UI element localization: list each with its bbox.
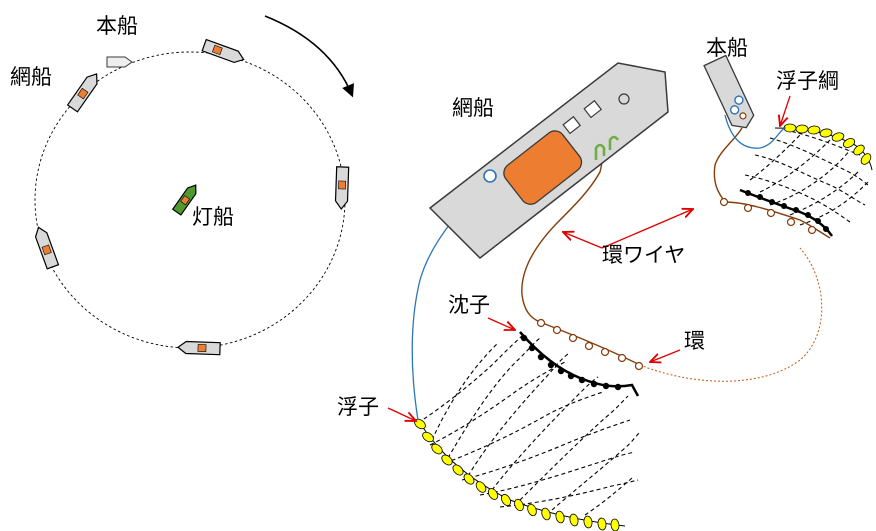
rings xyxy=(536,197,817,371)
net-boat-icon xyxy=(334,166,350,210)
main-ship-small-icon xyxy=(106,56,133,68)
main-ship-right-icon xyxy=(703,54,755,129)
net-boat-icon xyxy=(201,38,245,64)
light-boat-icon xyxy=(171,184,197,216)
float-line-right xyxy=(774,123,873,171)
net-boat-label: 網船 xyxy=(10,65,52,89)
ring-label: 環 xyxy=(684,329,705,353)
net-boat-icon xyxy=(34,226,60,270)
left-diagram: 本船 網船 灯船 xyxy=(10,14,354,356)
net-boat-icon xyxy=(66,73,98,113)
sinker-label: 沈子 xyxy=(448,293,490,317)
sinker-chain-right xyxy=(739,188,834,237)
net-boat-icon xyxy=(177,340,221,356)
net-boat-large-icon xyxy=(428,62,669,259)
sinker-chain xyxy=(519,331,640,397)
net-boat-right-label: 網船 xyxy=(452,96,494,120)
right-diagram: 網船 本船 浮子綱 環ワイヤ 沈子 環 浮子 xyxy=(337,36,873,531)
net-mesh xyxy=(417,334,641,516)
rotation-arrow xyxy=(264,15,354,98)
float-rope-label: 浮子綱 xyxy=(776,69,839,93)
main-ship-label: 本船 xyxy=(96,14,138,38)
callout-arrows xyxy=(387,95,791,421)
ring-wire-label: 環ワイヤ xyxy=(602,243,685,267)
float-label: 浮子 xyxy=(337,395,379,419)
light-boat-label: 灯船 xyxy=(192,205,234,229)
main-ship-right-label: 本船 xyxy=(706,36,748,60)
float-line xyxy=(414,418,626,531)
